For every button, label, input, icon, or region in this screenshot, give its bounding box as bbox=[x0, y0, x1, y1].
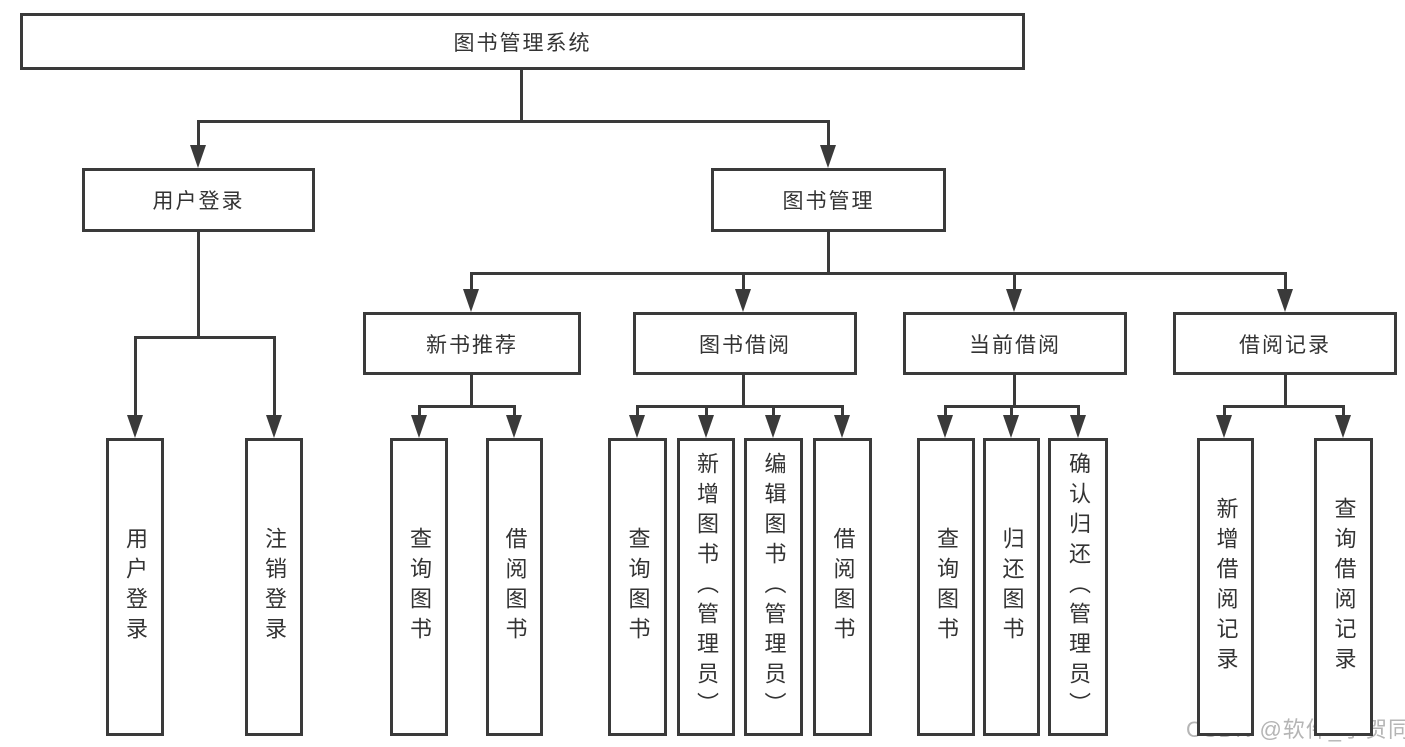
connector-drop-borrowing-records bbox=[1341, 406, 1345, 418]
node-v-query-book-3: 查询图书 bbox=[917, 438, 975, 736]
connector-drop-current-borrowing bbox=[1076, 406, 1080, 418]
node-label-v-query-borrow-record: 查询借阅记录 bbox=[1331, 497, 1357, 677]
node-current-borrowing: 当前借阅 bbox=[903, 312, 1127, 375]
connector-stem-new-book-recommend bbox=[469, 375, 473, 408]
node-v-borrow-book-1: 借阅图书 bbox=[486, 438, 543, 736]
node-label-v-logout: 注销登录 bbox=[262, 527, 287, 647]
connector-rail-borrowing-records bbox=[1222, 404, 1345, 408]
connector-rail-book-management bbox=[469, 271, 1287, 275]
node-label-borrowing-records: 借阅记录 bbox=[1239, 333, 1331, 357]
node-v-return-book: 归还图书 bbox=[983, 438, 1040, 736]
node-label-new-book-recommend: 新书推荐 bbox=[426, 333, 518, 357]
connector-rail-user-login bbox=[133, 335, 276, 339]
arrowhead-down-icon bbox=[1006, 289, 1022, 312]
connector-drop-book-management bbox=[469, 273, 473, 292]
connector-stem-current-borrowing bbox=[1012, 375, 1016, 408]
connector-drop-new-book-recommend bbox=[512, 406, 516, 418]
connector-drop-book-borrowing bbox=[635, 406, 639, 418]
connector-stem-book-management bbox=[826, 232, 830, 275]
connector-drop-new-book-recommend bbox=[417, 406, 421, 418]
node-label-library-system: 图书管理系统 bbox=[453, 31, 592, 55]
arrowhead-down-icon bbox=[937, 415, 953, 438]
node-label-v-add-book-admin: 新增图书（管理员） bbox=[694, 452, 719, 722]
node-v-query-book-2: 查询图书 bbox=[608, 438, 667, 736]
connector-drop-book-borrowing bbox=[840, 406, 844, 418]
node-label-v-add-borrow-record: 新增借阅记录 bbox=[1213, 497, 1239, 677]
connector-drop-library-system bbox=[826, 121, 830, 148]
connector-drop-current-borrowing bbox=[1009, 406, 1013, 418]
node-label-v-query-book-1: 查询图书 bbox=[407, 527, 432, 647]
connector-drop-library-system bbox=[196, 121, 200, 148]
connector-drop-book-borrowing bbox=[704, 406, 708, 418]
node-v-query-borrow-record: 查询借阅记录 bbox=[1314, 438, 1373, 736]
arrowhead-down-icon bbox=[834, 415, 850, 438]
connector-stem-user-login bbox=[196, 232, 200, 339]
arrowhead-down-icon bbox=[735, 289, 751, 312]
connector-drop-borrowing-records bbox=[1222, 406, 1226, 418]
arrowhead-down-icon bbox=[1003, 415, 1019, 438]
node-v-query-book-1: 查询图书 bbox=[390, 438, 448, 736]
connector-rail-new-book-recommend bbox=[417, 404, 516, 408]
node-label-v-borrow-book-2: 借阅图书 bbox=[830, 527, 856, 647]
node-library-system: 图书管理系统 bbox=[20, 13, 1025, 70]
node-borrowing-records: 借阅记录 bbox=[1173, 312, 1397, 375]
arrowhead-down-icon bbox=[698, 415, 714, 438]
node-v-user-login: 用户登录 bbox=[106, 438, 164, 736]
node-v-borrow-book-2: 借阅图书 bbox=[813, 438, 872, 736]
node-book-management: 图书管理 bbox=[711, 168, 946, 232]
node-v-logout: 注销登录 bbox=[245, 438, 303, 736]
node-label-v-user-login: 用户登录 bbox=[123, 527, 148, 647]
arrowhead-down-icon bbox=[411, 415, 427, 438]
node-label-user-login: 用户登录 bbox=[152, 190, 245, 213]
node-label-v-return-book: 归还图书 bbox=[999, 527, 1025, 647]
connector-drop-current-borrowing bbox=[943, 406, 947, 418]
arrowhead-down-icon bbox=[629, 415, 645, 438]
node-v-add-borrow-record: 新增借阅记录 bbox=[1197, 438, 1254, 736]
node-v-add-book-admin: 新增图书（管理员） bbox=[677, 438, 735, 736]
connector-stem-borrowing-records bbox=[1283, 375, 1287, 408]
connector-stem-book-borrowing bbox=[741, 375, 745, 408]
node-v-confirm-return-admin: 确认归还（管理员） bbox=[1048, 438, 1108, 736]
connector-drop-book-borrowing bbox=[771, 406, 775, 418]
arrowhead-down-icon bbox=[1216, 415, 1232, 438]
arrowhead-down-icon bbox=[266, 415, 282, 438]
arrowhead-down-icon bbox=[1335, 415, 1351, 438]
node-label-v-query-book-3: 查询图书 bbox=[934, 527, 959, 647]
connector-drop-user-login bbox=[272, 337, 276, 418]
arrowhead-down-icon bbox=[765, 415, 781, 438]
node-label-v-edit-book-admin: 编辑图书（管理员） bbox=[761, 452, 787, 722]
node-v-edit-book-admin: 编辑图书（管理员） bbox=[744, 438, 803, 736]
connector-drop-book-management bbox=[1012, 273, 1016, 292]
arrowhead-down-icon bbox=[1070, 415, 1086, 438]
connector-drop-book-management bbox=[1283, 273, 1287, 292]
node-label-v-borrow-book-1: 借阅图书 bbox=[502, 527, 528, 647]
node-label-v-query-book-2: 查询图书 bbox=[625, 527, 651, 647]
node-label-book-borrowing: 图书借阅 bbox=[699, 333, 791, 357]
connector-rail-book-borrowing bbox=[635, 404, 844, 408]
arrowhead-down-icon bbox=[127, 415, 143, 438]
arrowhead-down-icon bbox=[820, 145, 836, 168]
connector-stem-library-system bbox=[519, 70, 523, 123]
node-label-v-confirm-return-admin: 确认归还（管理员） bbox=[1066, 452, 1091, 722]
connector-drop-book-management bbox=[741, 273, 745, 292]
arrowhead-down-icon bbox=[190, 145, 206, 168]
node-new-book-recommend: 新书推荐 bbox=[363, 312, 581, 375]
node-label-book-management: 图书管理 bbox=[782, 190, 875, 213]
arrowhead-down-icon bbox=[1277, 289, 1293, 312]
node-label-current-borrowing: 当前借阅 bbox=[969, 333, 1061, 357]
connector-rail-library-system bbox=[196, 119, 830, 123]
node-book-borrowing: 图书借阅 bbox=[633, 312, 857, 375]
node-user-login: 用户登录 bbox=[82, 168, 315, 232]
connector-drop-user-login bbox=[133, 337, 137, 418]
arrowhead-down-icon bbox=[506, 415, 522, 438]
arrowhead-down-icon bbox=[463, 289, 479, 312]
